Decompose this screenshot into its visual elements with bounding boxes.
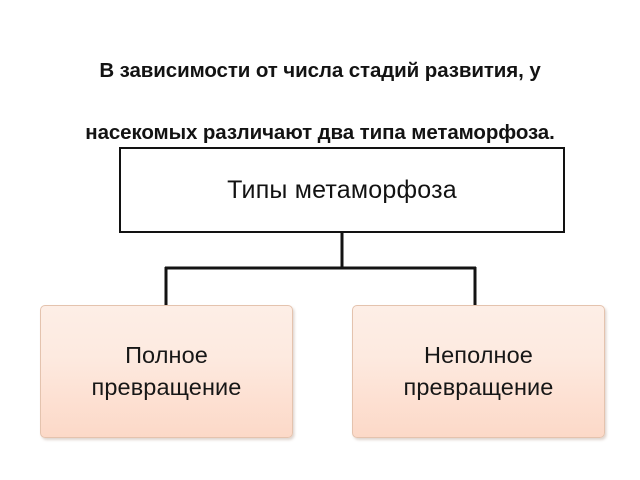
- page-title-line-1: В зависимости от числа стадий развития, …: [99, 59, 541, 82]
- node-complete-metamorphosis: Полное превращение: [40, 305, 293, 438]
- node-incomplete-metamorphosis-label: Неполное превращение: [403, 342, 554, 400]
- node-root-label: Типы метаморфоза: [227, 175, 457, 204]
- node-complete-metamorphosis-label: Полное превращение: [91, 342, 242, 400]
- page-title: В зависимости от числа стадий развития, …: [18, 24, 622, 179]
- node-root: Типы метаморфоза: [119, 147, 565, 233]
- node-incomplete-metamorphosis: Неполное превращение: [352, 305, 605, 438]
- page-title-line-2: насекомых различают два типа метаморфоза…: [85, 121, 555, 144]
